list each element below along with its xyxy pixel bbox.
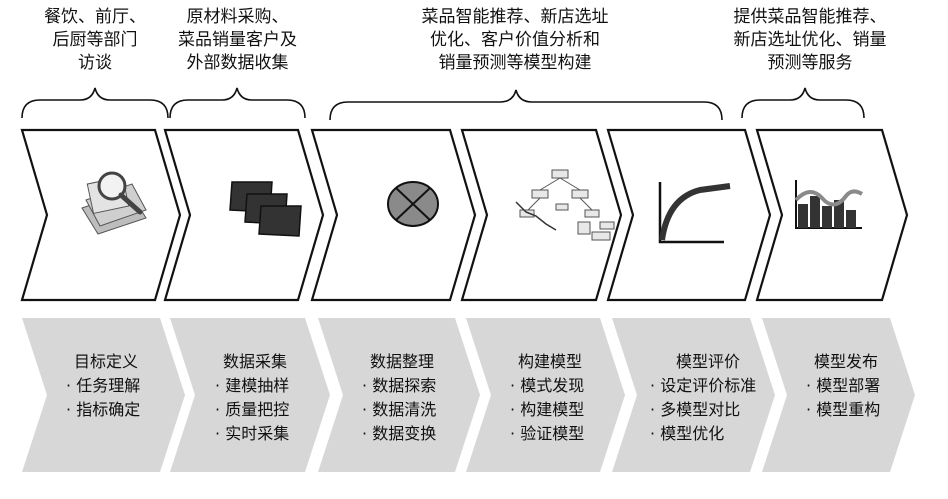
stage-4-text: 构建模型 · 模式发现 · 构建模型 · 验证模型	[510, 350, 584, 446]
stage-item: · 设定评价标准	[650, 376, 757, 395]
stage-item: · 模型重构	[806, 400, 881, 419]
top-chevron-row	[20, 128, 909, 302]
stage-item: · 数据清洗	[362, 400, 437, 419]
stage-item: · 数据变换	[362, 424, 437, 443]
stage-item: · 模式发现	[510, 376, 585, 395]
bottom-chevron-2	[170, 318, 330, 472]
stacked-cards-icon	[229, 181, 302, 237]
stage-item: · 验证模型	[510, 424, 585, 443]
top-chevron-2	[163, 128, 325, 302]
top-chevron-4	[460, 128, 623, 302]
stage-title: 模型发布	[814, 352, 879, 371]
stage-item: · 模型优化	[650, 424, 725, 443]
stage-title: 数据整理	[370, 352, 435, 371]
brace-3	[329, 89, 723, 121]
top-annotation-1: 餐饮、前厅、 后厨等部门 访谈	[44, 7, 146, 73]
magnifier-documents-icon	[81, 171, 147, 235]
bottom-chevron-6	[762, 318, 915, 472]
rising-curve-icon	[658, 182, 731, 244]
stage-item: · 指标确定	[66, 400, 141, 419]
top-annotation-2: 原材料采购、 菜品销量客户及 外部数据收集	[178, 7, 297, 73]
bottom-chevron-4	[466, 318, 625, 472]
decision-tree-icon	[515, 169, 615, 241]
stage-1-text: 目标定义 · 任务理解 · 指标确定	[66, 350, 140, 422]
brace-2	[169, 87, 306, 119]
stage-item: · 实时采集	[215, 424, 290, 443]
stage-item: · 构建模型	[510, 400, 585, 419]
stage-3-text: 数据整理 · 数据探索 · 数据清洗 · 数据变换	[362, 350, 436, 446]
bottom-chevron-1	[22, 318, 185, 472]
stage-item: · 质量把控	[215, 400, 290, 419]
stage-title: 数据采集	[223, 352, 288, 371]
brace-4	[741, 87, 865, 119]
stage-item: · 模型部署	[806, 376, 881, 395]
bottom-chevron-row	[22, 318, 915, 472]
bottom-chevron-5	[612, 318, 775, 472]
stage-2-text: 数据采集 · 建模抽样 · 质量把控 · 实时采集	[215, 350, 289, 446]
stage-item: · 建模抽样	[215, 376, 290, 395]
crossed-circle-icon	[387, 181, 439, 227]
stage-item: · 数据探索	[362, 376, 437, 395]
stage-6-text: 模型发布 · 模型部署 · 模型重构	[806, 350, 880, 422]
stage-5-text: 模型评价 · 设定评价标准 · 多模型对比 · 模型优化	[650, 350, 756, 446]
stage-title: 模型评价	[676, 352, 741, 371]
stage-title: 构建模型	[518, 352, 583, 371]
stage-title: 目标定义	[74, 352, 139, 371]
stage-item: · 多模型对比	[650, 400, 741, 419]
brace-1	[21, 87, 169, 119]
top-annotation-3: 菜品智能推荐、新店选址 优化、客户价值分析和 销量预测等模型构建	[421, 7, 609, 73]
top-chevron-5	[606, 128, 772, 302]
top-annotation-4: 提供菜品智能推荐、 新店选址优化、销量 预测等服务	[733, 7, 887, 73]
bar-line-chart-icon	[794, 180, 864, 229]
bottom-chevron-3	[318, 318, 480, 472]
stage-item: · 任务理解	[66, 376, 141, 395]
